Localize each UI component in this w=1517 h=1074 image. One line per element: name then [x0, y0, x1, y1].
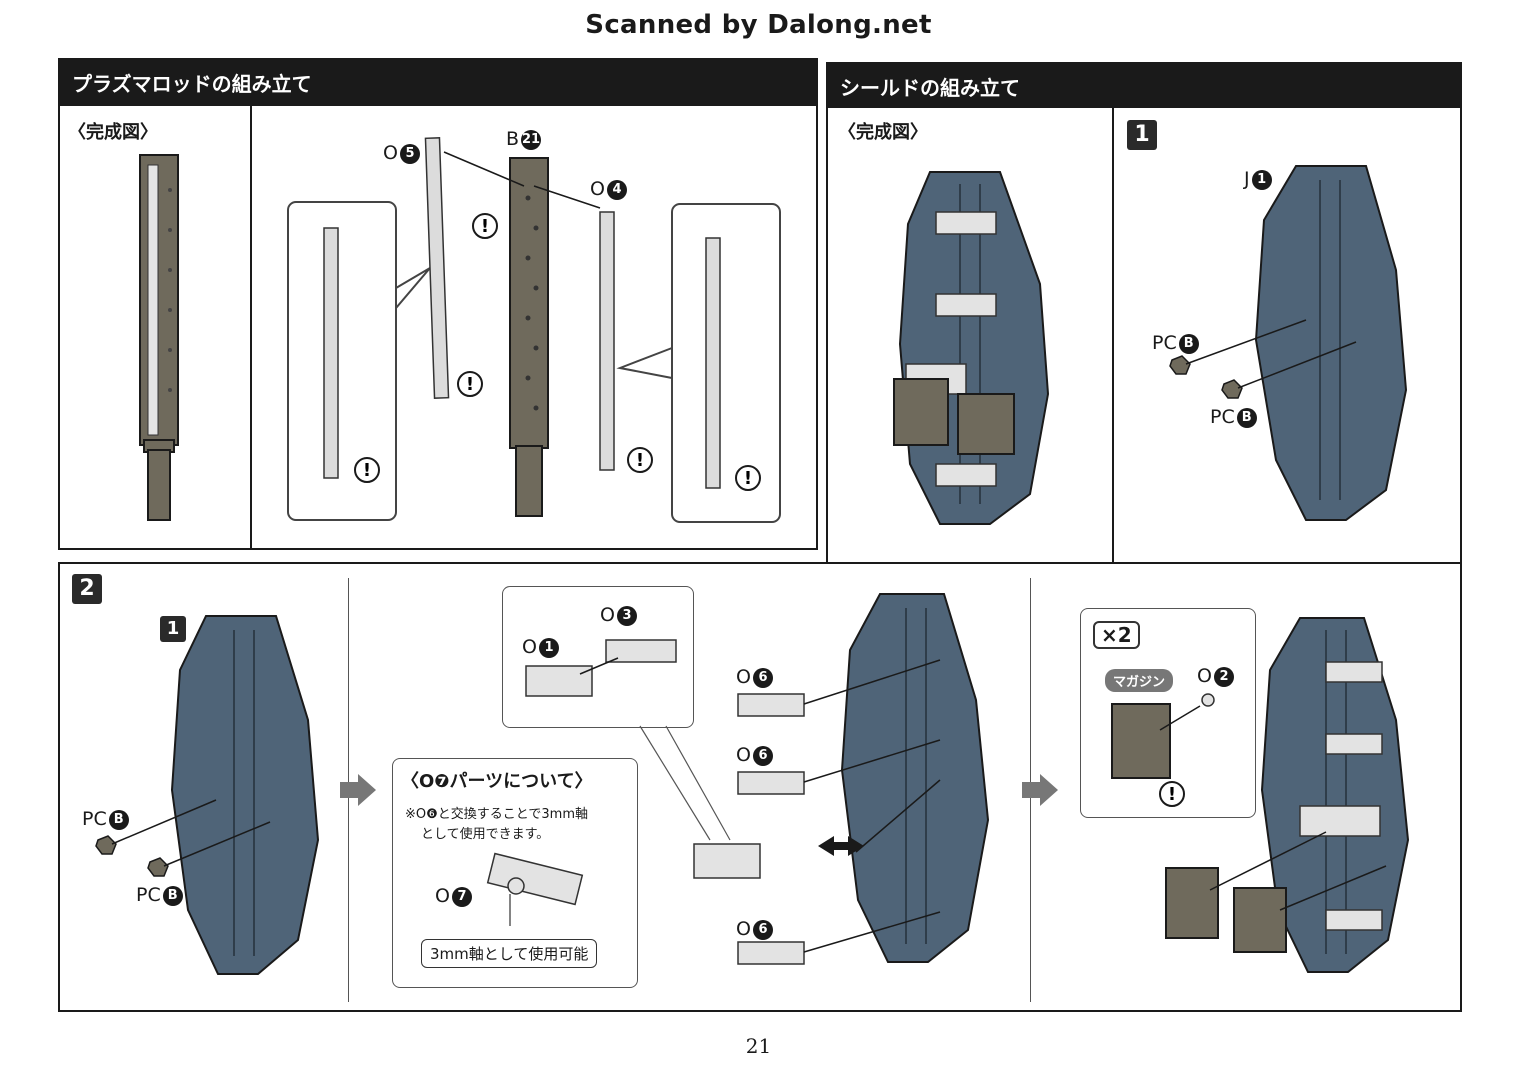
- note-line: ※O❻と交換することで3mm軸: [405, 807, 588, 822]
- svg-text:!: !: [363, 460, 371, 481]
- page-number: 21: [745, 1034, 772, 1058]
- next-arrow-icon: [340, 774, 376, 806]
- completed-label: 〈完成図〉: [838, 122, 928, 143]
- svg-text:!: !: [1168, 784, 1176, 805]
- divider: [250, 104, 252, 550]
- magazine-tag: マガジン: [1105, 669, 1174, 692]
- sub-step-badge: 1: [160, 616, 186, 642]
- step2-base-shield-illustration: [95, 615, 320, 975]
- usage-pill: 3mm軸として使用可能: [421, 939, 598, 968]
- svg-text:!: !: [636, 450, 644, 471]
- completed-rod-illustration: [139, 154, 179, 521]
- svg-text:!: !: [466, 374, 474, 395]
- callout-lines: [639, 725, 761, 879]
- magazine-illustration: !: [1111, 693, 1215, 807]
- svg-text:!: !: [481, 216, 489, 237]
- step2-final-shield-illustration: [1165, 617, 1410, 973]
- note-title: 〈O❼パーツについて〉: [401, 771, 593, 792]
- plasma-rod-header: プラズマロッドの組み立て: [60, 60, 816, 106]
- note-line: として使用できます。: [421, 827, 550, 842]
- completed-label: 〈完成図〉: [68, 122, 158, 143]
- completed-shield-illustration: [893, 171, 1050, 525]
- subassembly-illustration: [525, 639, 677, 697]
- rod-exploded-diagram: ! ! ! ! !: [287, 137, 781, 523]
- next-arrow-icon: [1022, 774, 1058, 806]
- step2-middle-shield-illustration: [737, 593, 990, 965]
- step-badge: 1: [1127, 120, 1157, 150]
- watermark: Scanned by Dalong.net: [585, 10, 932, 40]
- svg-text:!: !: [744, 468, 752, 489]
- o7-part-illustration: [486, 852, 584, 926]
- divider: [1112, 106, 1114, 564]
- shield-step1-illustration: [1169, 165, 1408, 521]
- step-badge: 2: [72, 574, 102, 604]
- multiplier-badge: ×2: [1093, 621, 1140, 649]
- shield-header: シールドの組み立て: [828, 64, 1460, 108]
